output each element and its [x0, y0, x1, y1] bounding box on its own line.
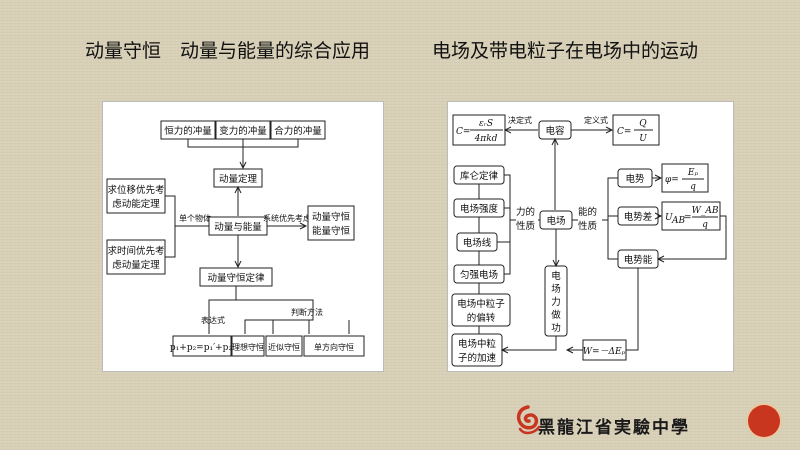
- cap-formula-prefix: C=: [456, 127, 470, 137]
- arrow-head: [503, 126, 512, 134]
- field-work-char-5: 功: [551, 323, 561, 334]
- impulse-connector: [187, 139, 299, 168]
- approximate-conservation-box: [265, 335, 303, 357]
- momentum-equation: p₁+p₂=p₁′+p₂′: [170, 343, 234, 353]
- electric-field-diagram: C= εᵣS 4πkd 决定式 电容 定义式 C= Q U 库仑定律 电场强度 …: [447, 101, 734, 372]
- field-strength-label: 电场强度: [460, 203, 499, 215]
- deflection-box: [451, 293, 511, 327]
- acceleration-line2: 子的加速: [458, 352, 497, 364]
- acceleration-line1: 电场中粒: [458, 338, 497, 350]
- arrow-head: [239, 161, 247, 170]
- field-work-char-1: 电: [551, 270, 561, 282]
- voltage-formula-numerator: W_AB: [692, 206, 719, 216]
- deflection-line2: 的偏转: [467, 312, 496, 324]
- law-connector: [208, 286, 350, 334]
- deflection-line1: 电场中粒子: [457, 298, 505, 310]
- single-direction-box: [303, 335, 365, 357]
- potential-difference-label: 电势差: [624, 211, 653, 223]
- energy-property-bracket: [602, 177, 618, 260]
- arrow-head: [552, 259, 560, 268]
- capacitance-label: 电容: [545, 125, 565, 137]
- momentum-equation-box: [172, 335, 232, 357]
- ideal-conservation-box: [231, 335, 265, 357]
- momentum-diagram: 恒力的冲量 变力的冲量 合力的冲量 动量定理 求位移优先考 虑动能定理 求时间优…: [102, 101, 384, 372]
- time-line2: 虑动量定理: [112, 259, 160, 271]
- ideal-conservation-label: 理想守恒: [232, 342, 264, 352]
- momentum-conservation-law-label: 动量守恒定律: [207, 272, 265, 284]
- definition-label: 定义式: [584, 115, 608, 125]
- single-direction-label: 单方向守恒: [314, 342, 354, 352]
- voltage-formula-equals: =: [684, 213, 692, 223]
- electric-field-label: 电场: [546, 215, 565, 227]
- system-label: 系统优先考虑: [263, 213, 311, 223]
- right-title: 电场及带电粒子在电场中的运动: [432, 40, 699, 62]
- displacement-box: [106, 178, 166, 214]
- left-title: 动量守恒 动量与能量的综合应用: [85, 40, 371, 62]
- displacement-line1: 求位移优先考: [107, 184, 164, 196]
- arrow-head: [299, 222, 308, 230]
- displacement-line2: 虑动能定理: [112, 198, 160, 210]
- force-property-line1: 力的: [516, 206, 535, 218]
- cap-formula-numerator: εᵣS: [479, 119, 493, 129]
- arrow-head: [500, 346, 509, 354]
- potential-label: 电势: [625, 173, 645, 185]
- potential-formula-numerator: Eₚ: [687, 168, 699, 178]
- school-logo-icon: [516, 405, 541, 435]
- field-work-char-3: 力: [551, 296, 561, 308]
- field-work-char-4: 做: [551, 309, 561, 321]
- momentum-theorem-label: 动量定理: [219, 173, 258, 185]
- cap-formula-denominator: 4πkd: [474, 134, 498, 144]
- seal-icon: [748, 405, 780, 437]
- arrow-head: [551, 137, 559, 146]
- arrow-head: [605, 126, 614, 134]
- voltage-formula-lhs: U: [665, 213, 673, 223]
- def-formula-denominator: U: [639, 134, 647, 144]
- def-formula-numerator: Q: [639, 119, 647, 129]
- potential-formula-box: [661, 163, 709, 193]
- arrow-head: [234, 260, 242, 269]
- school-name: 黑龍江省実驗中學: [538, 418, 690, 438]
- net-force-impulse-label: 合力的冲量: [274, 125, 322, 137]
- coulomb-law-label: 库仑定律: [460, 170, 499, 182]
- conservation-line1: 动量守恒: [312, 211, 351, 223]
- work-formula: W=－ΔEₚ: [583, 347, 626, 357]
- judgment-label: 判断方法: [291, 307, 323, 317]
- energy-property-line2: 性质: [578, 220, 598, 232]
- uniform-field-label: 匀强电场: [460, 269, 498, 281]
- momentum-energy-label: 动量与能量: [214, 221, 262, 233]
- force-property-line2: 性质: [516, 220, 536, 232]
- arrow-head: [234, 185, 242, 194]
- voltage-formula-subscript: AB: [671, 216, 685, 226]
- conservation-line2: 能量守恒: [312, 225, 351, 237]
- single-body-label: 单个物体: [179, 213, 211, 223]
- energy-property-line1: 能的: [578, 206, 597, 218]
- time-line1: 求时间优先考: [107, 245, 164, 257]
- conservation-box: [307, 205, 355, 241]
- arrow-head: [654, 174, 663, 182]
- arrow-head: [565, 346, 574, 354]
- potential-energy-label: 电势能: [624, 254, 653, 266]
- approximate-conservation-label: 近似守恒: [268, 342, 300, 352]
- voltage-formula-denominator: q: [702, 220, 708, 230]
- field-line-label: 电场线: [463, 237, 492, 249]
- potential-formula-prefix: φ=: [665, 175, 679, 185]
- force-property-bracket: [497, 174, 516, 275]
- variable-force-impulse-label: 变力的冲量: [219, 125, 267, 137]
- field-work-char-2: 场: [551, 284, 561, 295]
- arrow-head: [654, 212, 663, 220]
- single-body-connector: [165, 195, 209, 258]
- potential-formula-denominator: q: [690, 182, 696, 192]
- voltage-formula-box: [661, 201, 721, 231]
- def-formula-prefix: C=: [617, 127, 631, 137]
- constant-force-impulse-label: 恒力的冲量: [164, 125, 212, 137]
- expression-label: 表达式: [201, 315, 225, 325]
- determining-label: 决定式: [508, 115, 532, 125]
